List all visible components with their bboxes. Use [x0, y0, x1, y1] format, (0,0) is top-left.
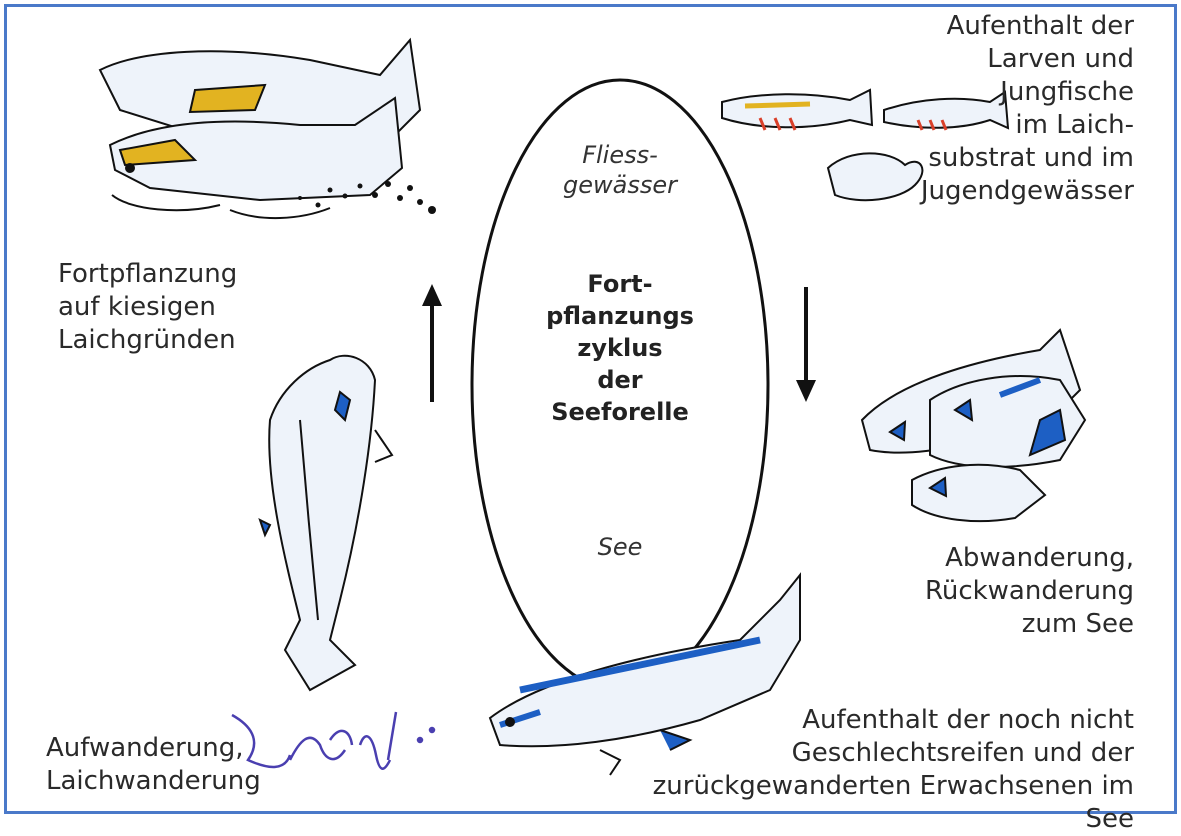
- river-label: Fliess- gewässer: [540, 140, 700, 200]
- cycle-title: Fort- pflanzungs zyklus der Seeforelle: [530, 268, 710, 428]
- arrow-down-icon: [796, 287, 816, 402]
- stage-downstream-caption: Abwanderung, Rückwanderung zum See: [880, 542, 1134, 641]
- downstream-fish-icon: [862, 330, 1085, 521]
- upstream-fish-icon: [260, 356, 392, 690]
- spawning-fish-icon: [100, 40, 420, 218]
- lake-label: See: [540, 532, 700, 562]
- stage-larvae-caption: Aufenthalt der Larven und Jungfische im …: [830, 10, 1134, 208]
- stage-upstream-caption: Aufwanderung, Laichwanderung: [46, 732, 286, 798]
- arrow-up-icon: [422, 284, 442, 402]
- stage-lake-caption: Aufenthalt der noch nicht Geschlechtsrei…: [630, 704, 1134, 836]
- stage-spawning-caption: Fortpflanzung auf kiesigen Laichgründen: [58, 258, 318, 357]
